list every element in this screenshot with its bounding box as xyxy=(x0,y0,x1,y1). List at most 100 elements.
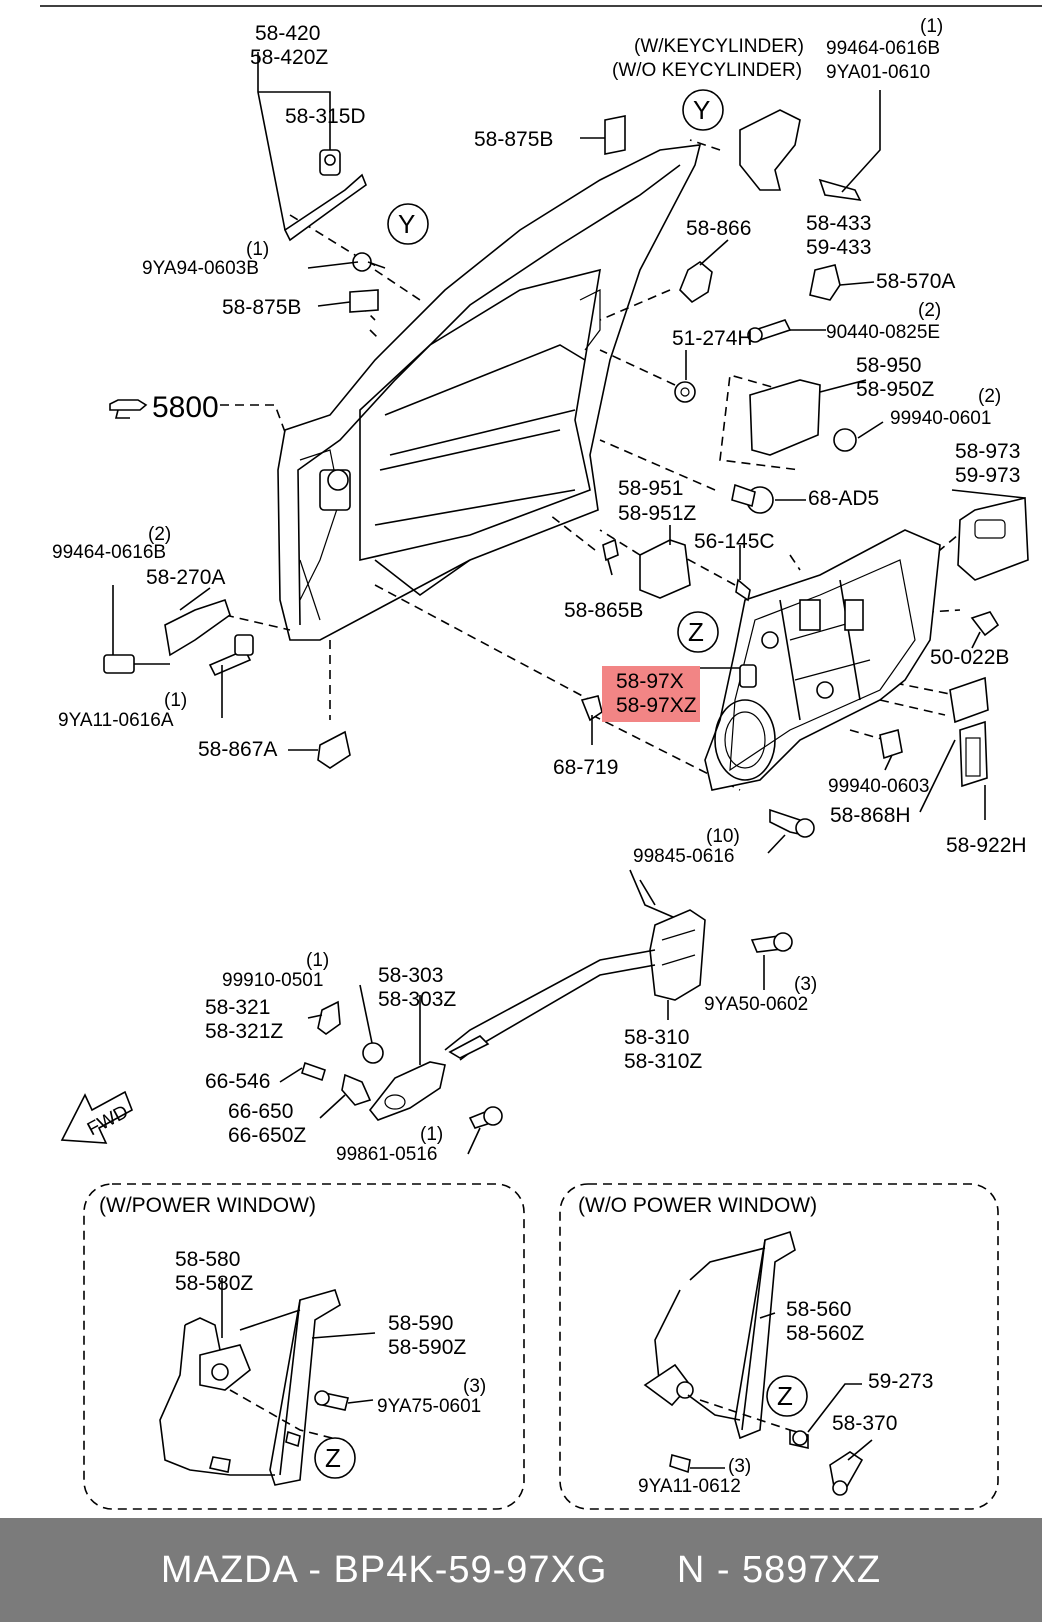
circle-z-panel-label: Z xyxy=(688,617,704,647)
callout-leaders xyxy=(112,52,1026,1155)
label-59-433: 59-433 xyxy=(806,236,871,259)
label-58-590z: 58-590Z xyxy=(388,1336,466,1359)
label-58-303: 58-303 xyxy=(378,964,443,987)
label-58-303z: 58-303Z xyxy=(378,988,456,1011)
panel-manual-title: (W/O POWER WINDOW) xyxy=(578,1194,817,1217)
label-9ya94: 9YA94-0603B xyxy=(142,258,259,279)
label-9ya50: 9YA50-0602 xyxy=(704,994,808,1015)
label-q2-99940a: (2) xyxy=(978,386,1001,407)
footer-spacer xyxy=(607,1549,676,1592)
panel-power-title: (W/POWER WINDOW) xyxy=(99,1194,316,1217)
label-58-370: 58-370 xyxy=(832,1412,897,1435)
label-9ya11-a: 9YA11-0616A xyxy=(58,710,174,731)
label-58-875b-left: 58-875B xyxy=(222,296,301,319)
label-58-866: 58-866 xyxy=(686,217,751,240)
label-q1-top: (1) xyxy=(920,16,943,37)
label-58-433: 58-433 xyxy=(806,212,871,235)
label-58-580z: 58-580Z xyxy=(175,1272,253,1295)
label-58-97x: 58-97X xyxy=(616,670,684,693)
label-99464-top: 99464-0616B xyxy=(826,38,940,59)
label-99464-left: 99464-0616B xyxy=(52,542,166,563)
label-58-951: 58-951 xyxy=(618,477,683,500)
fwd-arrow: FWD xyxy=(60,1090,134,1144)
label-99910: 99910-0501 xyxy=(222,970,323,991)
door-module-panel xyxy=(704,529,941,791)
label-58-315d: 58-315D xyxy=(285,105,366,128)
small-parts xyxy=(103,109,1029,838)
circle-y-handle-label: Y xyxy=(398,209,415,239)
circle-z-panel: Z xyxy=(677,611,719,653)
label-51-274h: 51-274H xyxy=(672,327,753,350)
label-90440: 90440-0825E xyxy=(826,322,940,343)
label-68-719: 68-719 xyxy=(553,756,618,779)
circle-z-power: Z xyxy=(314,1437,356,1479)
label-58-973: 58-973 xyxy=(955,440,1020,463)
label-58-580: 58-580 xyxy=(175,1248,240,1271)
door-frame xyxy=(277,144,702,641)
label-56-145c: 56-145C xyxy=(694,530,775,553)
label-99940-0603: 99940-0603 xyxy=(828,776,929,797)
circle-z-manual: Z xyxy=(766,1375,808,1417)
label-q2-99464: (2) xyxy=(148,524,171,545)
label-58-321z: 58-321Z xyxy=(205,1020,283,1043)
label-wo-keycylinder: (W/O KEYCYLINDER) xyxy=(612,60,802,81)
label-58-950z: 58-950Z xyxy=(856,378,934,401)
label-58-560z: 58-560Z xyxy=(786,1322,864,1345)
label-99940-0601: 99940-0601 xyxy=(890,408,991,429)
label-58-590: 58-590 xyxy=(388,1312,453,1335)
label-66-650: 66-650 xyxy=(228,1100,293,1123)
label-q1-99910: (1) xyxy=(306,950,329,971)
circle-y-top: Y xyxy=(682,89,724,131)
label-58-950: 58-950 xyxy=(856,354,921,377)
label-9ya11-0612: 9YA11-0612 xyxy=(638,1476,741,1497)
part-number-footer: MAZDA - BP4K-59-97XG N - 5897XZ xyxy=(0,1518,1042,1622)
label-58-310z: 58-310Z xyxy=(624,1050,702,1073)
label-58-867a: 58-867A xyxy=(198,738,277,761)
label-58-865b: 58-865B xyxy=(564,599,643,622)
label-q10: (10) xyxy=(706,826,740,847)
label-50-022b: 50-022B xyxy=(930,646,1009,669)
label-5800: 5800 xyxy=(152,391,219,424)
label-58-560: 58-560 xyxy=(786,1298,851,1321)
footer-ref-part: N - 5897XZ xyxy=(676,1548,882,1591)
panel-power-window: (W/POWER WINDOW) Z 58-580 58-580Z 58-590… xyxy=(83,1183,525,1510)
label-66-546: 66-546 xyxy=(205,1070,270,1093)
parts-diagram: FWD xyxy=(40,5,1042,1510)
circle-z-power-label: Z xyxy=(325,1443,341,1473)
label-99845: 99845-0616 xyxy=(633,846,734,867)
highlight-box xyxy=(602,666,700,722)
label-58-922h: 58-922H xyxy=(946,834,1027,857)
label-58-310: 58-310 xyxy=(624,1026,689,1049)
label-58-420z: 58-420Z xyxy=(250,46,328,69)
circle-y-top-label: Y xyxy=(693,95,710,125)
label-58-570a: 58-570A xyxy=(876,270,955,293)
label-68-ad5: 68-AD5 xyxy=(808,487,879,510)
pointing-hand-icon xyxy=(109,399,148,419)
label-58-420: 58-420 xyxy=(255,22,320,45)
label-q3-manual: (3) xyxy=(728,1456,751,1477)
label-9ya75: 9YA75-0601 xyxy=(377,1396,481,1417)
label-58-951z: 58-951Z xyxy=(618,502,696,525)
reference-5800: 5800 xyxy=(109,391,219,424)
label-58-868h: 58-868H xyxy=(830,804,911,827)
callout-labels: 58-420 58-420Z 58-315D (1) (W/KEYCYLINDE… xyxy=(52,16,1027,1165)
label-66-650z: 66-650Z xyxy=(228,1124,306,1147)
label-q1-9ya11: (1) xyxy=(164,690,187,711)
label-58-270a: 58-270A xyxy=(146,566,225,589)
label-99861: 99861-0516 xyxy=(336,1144,437,1165)
label-q1-9ya94: (1) xyxy=(246,239,269,260)
label-w-keycylinder: (W/KEYCYLINDER) xyxy=(634,36,804,57)
label-q2-90440: (2) xyxy=(918,300,941,321)
label-9ya01: 9YA01-0610 xyxy=(826,62,930,83)
label-59-973: 59-973 xyxy=(955,464,1020,487)
lock-assembly xyxy=(301,869,793,1129)
label-58-97xz: 58-97XZ xyxy=(616,694,697,717)
panel-manual-window: (W/O POWER WINDOW) Z 58-560 58-560Z 59-2… xyxy=(559,1183,999,1510)
footer-brand-part: MAZDA - BP4K-59-97XG xyxy=(160,1548,608,1591)
circle-z-manual-label: Z xyxy=(777,1381,793,1411)
label-58-321: 58-321 xyxy=(205,996,270,1019)
label-58-875b-top: 58-875B xyxy=(474,128,553,151)
label-q1-99861: (1) xyxy=(420,1124,443,1145)
label-q3-power: (3) xyxy=(463,1376,486,1397)
circle-y-handle: Y xyxy=(387,203,429,245)
